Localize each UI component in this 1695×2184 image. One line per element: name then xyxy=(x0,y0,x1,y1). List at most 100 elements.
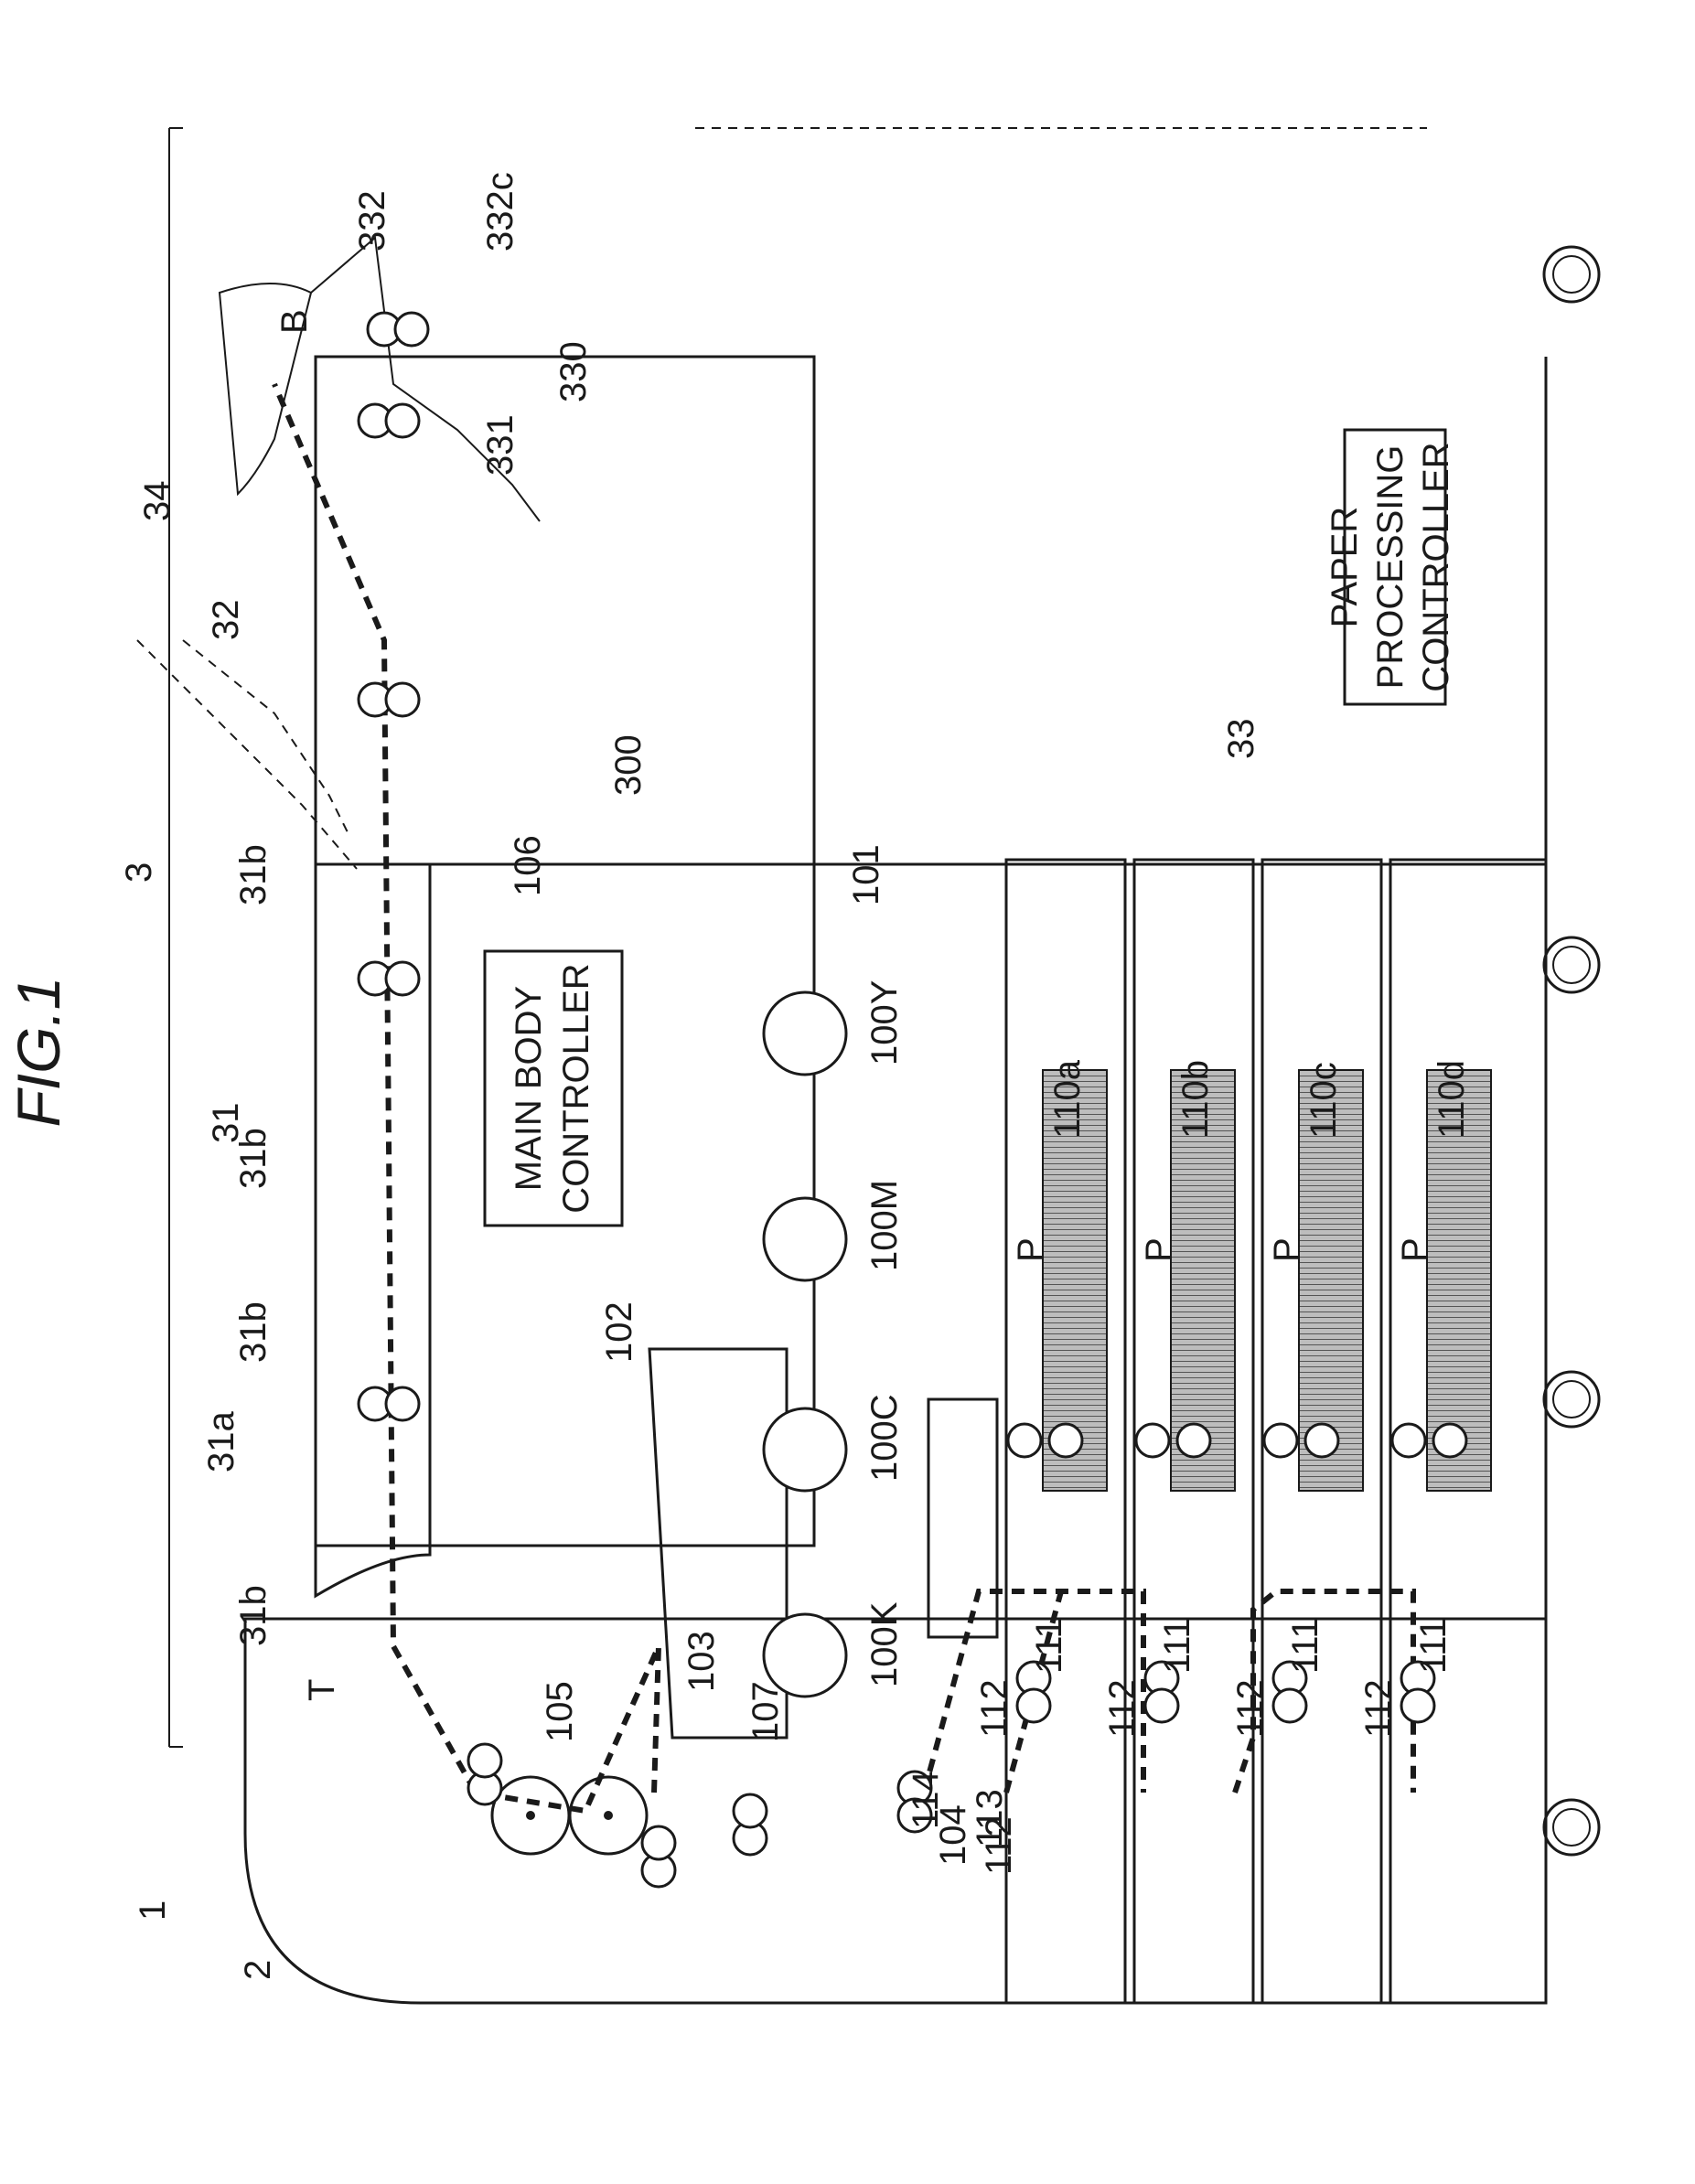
drum-100C xyxy=(764,1408,846,1491)
svg-text:T: T xyxy=(302,1679,342,1701)
label-111-4: 111 xyxy=(1413,1618,1454,1674)
label-110b: 110b xyxy=(1175,1060,1216,1139)
svg-text:MAIN BODY: MAIN BODY xyxy=(509,986,549,1191)
svg-text:2: 2 xyxy=(238,1960,278,1980)
svg-text:B: B xyxy=(274,309,315,334)
label-1: 1 xyxy=(133,1900,173,1921)
svg-text:110c: 110c xyxy=(1303,1062,1344,1139)
label-111-3: 111 xyxy=(1285,1618,1325,1674)
svg-text:101: 101 xyxy=(846,844,886,905)
svg-text:34: 34 xyxy=(137,481,177,522)
tray-dashed xyxy=(183,640,348,832)
svg-text:112: 112 xyxy=(1102,1679,1143,1738)
svg-text:110b: 110b xyxy=(1175,1060,1216,1139)
svg-text:107: 107 xyxy=(746,1681,786,1742)
wheel xyxy=(1544,247,1599,302)
bracket-3-line xyxy=(169,128,183,1747)
label-100Y: 100Y xyxy=(864,980,905,1065)
label-332c: 332c xyxy=(480,172,520,252)
svg-text:111: 111 xyxy=(1413,1618,1454,1674)
label-B: B xyxy=(274,309,315,334)
label-P-3: P xyxy=(1267,1237,1307,1262)
label-105: 105 xyxy=(540,1681,580,1742)
svg-text:111: 111 xyxy=(1157,1618,1197,1674)
svg-text:332c: 332c xyxy=(480,172,520,252)
label-34: 34 xyxy=(137,481,177,522)
label-332: 332 xyxy=(352,190,392,252)
label-P-4: P xyxy=(1395,1237,1435,1262)
svg-text:102: 102 xyxy=(599,1301,639,1363)
label-3: 3 xyxy=(119,862,159,883)
svg-text:31a: 31a xyxy=(201,1411,241,1472)
label-P-2: P xyxy=(1139,1237,1179,1262)
label-110d: 110d xyxy=(1432,1060,1472,1139)
svg-text:1: 1 xyxy=(133,1900,173,1921)
label-33: 33 xyxy=(1221,719,1261,760)
label-112-2: 112 xyxy=(1102,1679,1143,1738)
label-P-1: P xyxy=(1011,1237,1051,1262)
svg-text:110d: 110d xyxy=(1432,1060,1472,1139)
svg-text:300: 300 xyxy=(608,734,649,796)
svg-text:105: 105 xyxy=(540,1681,580,1742)
svg-text:P: P xyxy=(1011,1237,1051,1262)
svg-text:332: 332 xyxy=(352,190,392,252)
wheel xyxy=(1544,937,1599,992)
drum-100Y xyxy=(764,992,846,1075)
main-body-controller-box xyxy=(485,951,622,1226)
svg-text:32: 32 xyxy=(206,600,246,641)
label-31a: 31a xyxy=(201,1411,241,1472)
svg-text:CONTROLLER: CONTROLLER xyxy=(556,963,596,1213)
svg-text:31b: 31b xyxy=(233,1128,274,1189)
svg-text:100C: 100C xyxy=(864,1394,905,1482)
label-100K: 100K xyxy=(864,1601,905,1687)
svg-text:P: P xyxy=(1139,1237,1179,1262)
label-31b-1: 31b xyxy=(233,1585,274,1646)
label-330: 330 xyxy=(553,341,594,402)
svg-text:P: P xyxy=(1267,1237,1307,1262)
label-106: 106 xyxy=(508,835,548,896)
label-300: 300 xyxy=(608,734,649,796)
label-2: 2 xyxy=(238,1960,278,1980)
label-31b-4: 31b xyxy=(233,844,274,905)
fixing-roller xyxy=(492,1777,569,1854)
label-112-3: 112 xyxy=(1230,1679,1271,1738)
label-31b-2: 31b xyxy=(233,1301,274,1363)
label-114: 114 xyxy=(906,1771,946,1829)
svg-text:111: 111 xyxy=(1029,1618,1069,1674)
svg-text:112: 112 xyxy=(974,1679,1014,1738)
svg-text:FIG.1: FIG.1 xyxy=(5,976,72,1127)
svg-text:CONTROLLER: CONTROLLER xyxy=(1416,442,1456,691)
svg-text:33: 33 xyxy=(1221,719,1261,760)
svg-text:106: 106 xyxy=(508,835,548,896)
svg-text:31b: 31b xyxy=(233,1301,274,1363)
svg-text:113: 113 xyxy=(970,1789,1010,1847)
label-31b-3: 31b xyxy=(233,1128,274,1189)
label-111-2: 111 xyxy=(1157,1618,1197,1674)
wheel xyxy=(1544,1800,1599,1855)
label-100M: 100M xyxy=(864,1180,905,1271)
label-100C: 100C xyxy=(864,1394,905,1482)
wheel xyxy=(1544,1372,1599,1427)
svg-text:100Y: 100Y xyxy=(864,980,905,1065)
label-107: 107 xyxy=(746,1681,786,1742)
fixing-roller-2 xyxy=(570,1777,647,1854)
svg-text:114: 114 xyxy=(906,1771,946,1829)
figure-title: FIG.1 xyxy=(5,976,72,1127)
label-32: 32 xyxy=(206,600,246,641)
svg-text:103: 103 xyxy=(681,1631,722,1692)
output-tray-34 xyxy=(311,238,540,521)
label-331: 331 xyxy=(480,414,520,476)
label-101: 101 xyxy=(846,844,886,905)
svg-text:PAPER: PAPER xyxy=(1325,507,1365,628)
main-body-controller-text: MAIN BODY CONTROLLER xyxy=(509,963,596,1213)
label-T: T xyxy=(302,1679,342,1701)
svg-text:331: 331 xyxy=(480,414,520,476)
svg-text:31b: 31b xyxy=(233,1585,274,1646)
label-103: 103 xyxy=(681,1631,722,1692)
label-112-4: 112 xyxy=(1358,1679,1399,1738)
label-112-1: 112 xyxy=(974,1679,1014,1738)
svg-text:31b: 31b xyxy=(233,844,274,905)
paper-conveyance-path xyxy=(274,384,1413,1811)
svg-text:111: 111 xyxy=(1285,1618,1325,1674)
